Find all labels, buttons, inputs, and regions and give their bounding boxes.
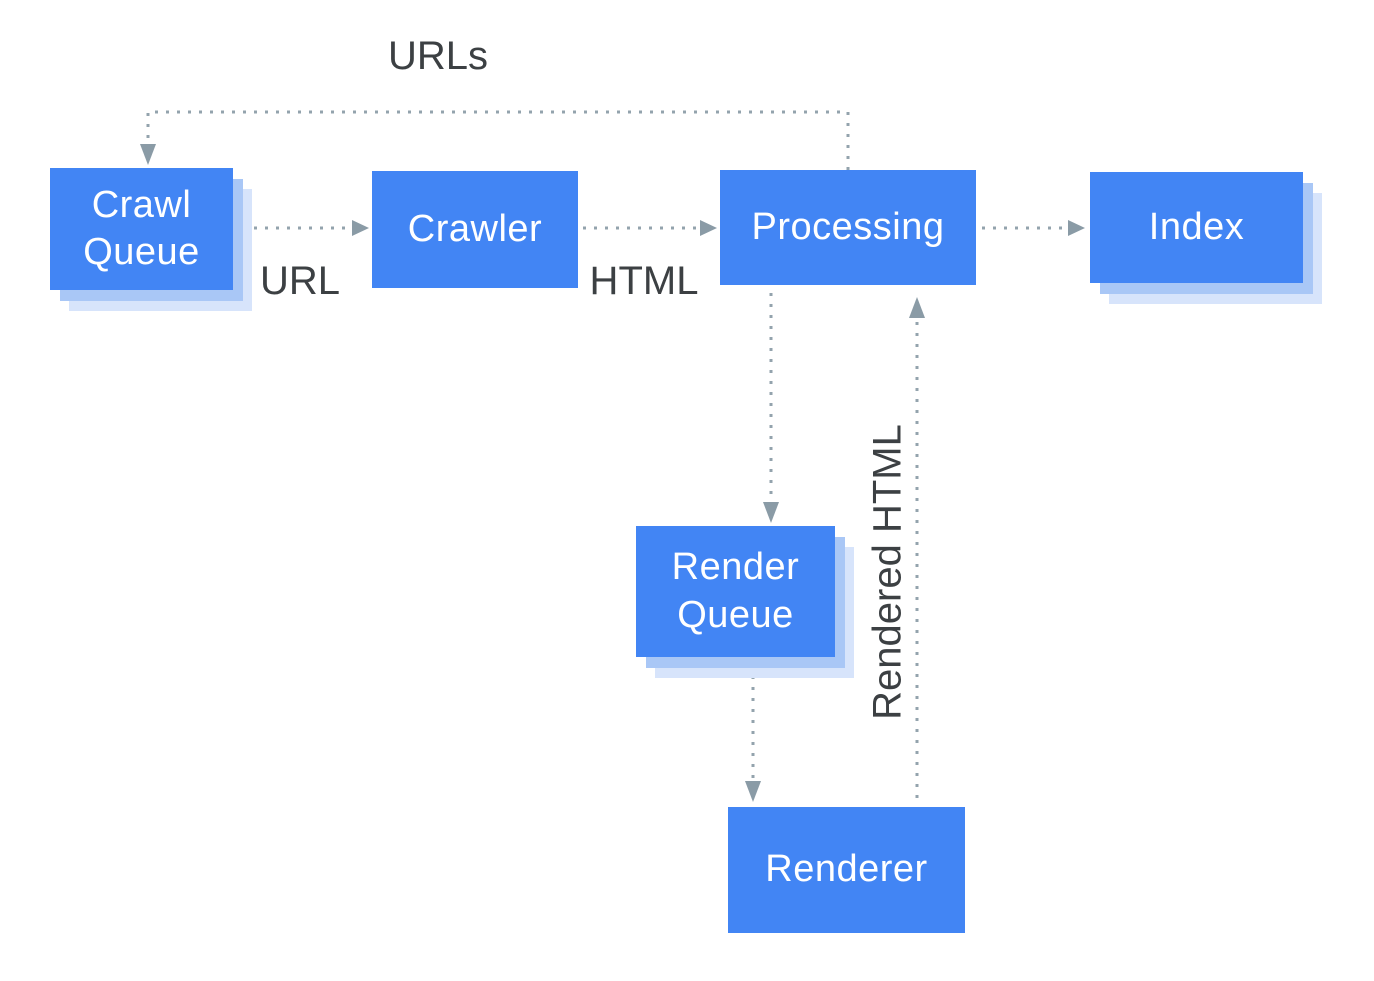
arrowhead-right-icon xyxy=(700,220,717,236)
arrowhead-down-icon xyxy=(763,502,779,523)
arrowhead-down-icon xyxy=(140,144,156,165)
node-index: Index xyxy=(1090,172,1303,283)
edge-processing-to-index xyxy=(982,220,1085,236)
node-label: Render Queue xyxy=(671,546,800,636)
arrowhead-down-icon xyxy=(745,781,761,802)
edge-label-url: URL xyxy=(259,259,341,303)
node-label: Processing xyxy=(751,205,945,248)
node-label: Crawler xyxy=(407,207,543,250)
arrowhead-right-icon xyxy=(352,220,369,236)
node-processing: Processing xyxy=(720,170,976,285)
node-renderer: Renderer xyxy=(728,807,965,933)
edge-processing-to-render-queue xyxy=(763,293,779,523)
node-crawl-queue: Crawl Queue xyxy=(50,168,233,290)
edge-render-queue-to-renderer xyxy=(745,676,761,802)
node-label: Crawl Queue xyxy=(83,183,200,274)
edge-processing-to-crawl-queue xyxy=(140,110,850,170)
edge-renderer-to-processing xyxy=(909,297,925,806)
edge-line-urls-loop xyxy=(146,110,850,170)
arrowhead-up-icon xyxy=(909,297,925,318)
node-crawler: Crawler xyxy=(372,171,578,288)
edge-label-rendered-html: Rendered HTML xyxy=(865,424,910,720)
arrowhead-right-icon xyxy=(1068,220,1085,236)
edge-crawler-to-processing xyxy=(583,220,717,236)
edge-label-urls: URLs xyxy=(387,34,489,78)
node-label: Index xyxy=(1148,205,1245,248)
node-render-queue: Render Queue xyxy=(636,526,835,657)
edge-crawl-queue-to-crawler xyxy=(254,220,369,236)
node-label: Renderer xyxy=(765,848,928,891)
edge-label-html: HTML xyxy=(589,259,699,303)
